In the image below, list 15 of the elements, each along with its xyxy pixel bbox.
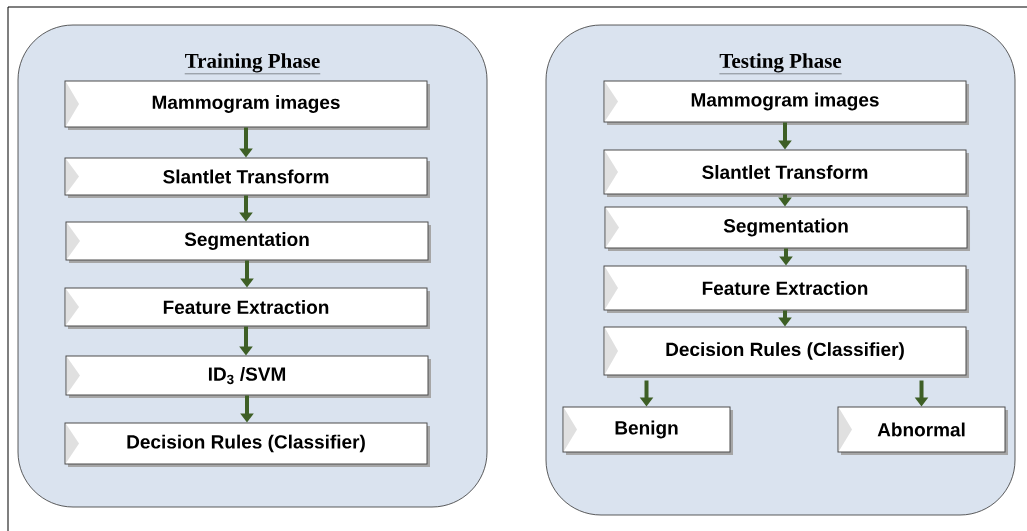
process-box: Decision Rules (Classifier) <box>603 326 969 378</box>
process-box: Segmentation <box>604 206 970 251</box>
process-box: Slantlet Transform <box>603 149 969 197</box>
process-box: Feature Extraction <box>64 287 430 329</box>
process-box: ID$_{3}$ /SVM <box>65 355 431 398</box>
panel-heading: Testing Phase <box>719 53 842 74</box>
process-box: Slantlet Transform <box>64 157 430 198</box>
process-box: Benign <box>562 406 733 455</box>
process-box: Abnormal <box>837 406 1008 455</box>
process-box: Segmentation <box>65 221 431 263</box>
process-box: Decision Rules (Classifier) <box>64 422 430 467</box>
process-box: Feature Extraction <box>603 265 969 313</box>
panel-heading: Training Phase <box>184 53 321 74</box>
process-box: Mammogram images <box>64 80 430 130</box>
process-box: Mammogram images <box>603 80 969 125</box>
